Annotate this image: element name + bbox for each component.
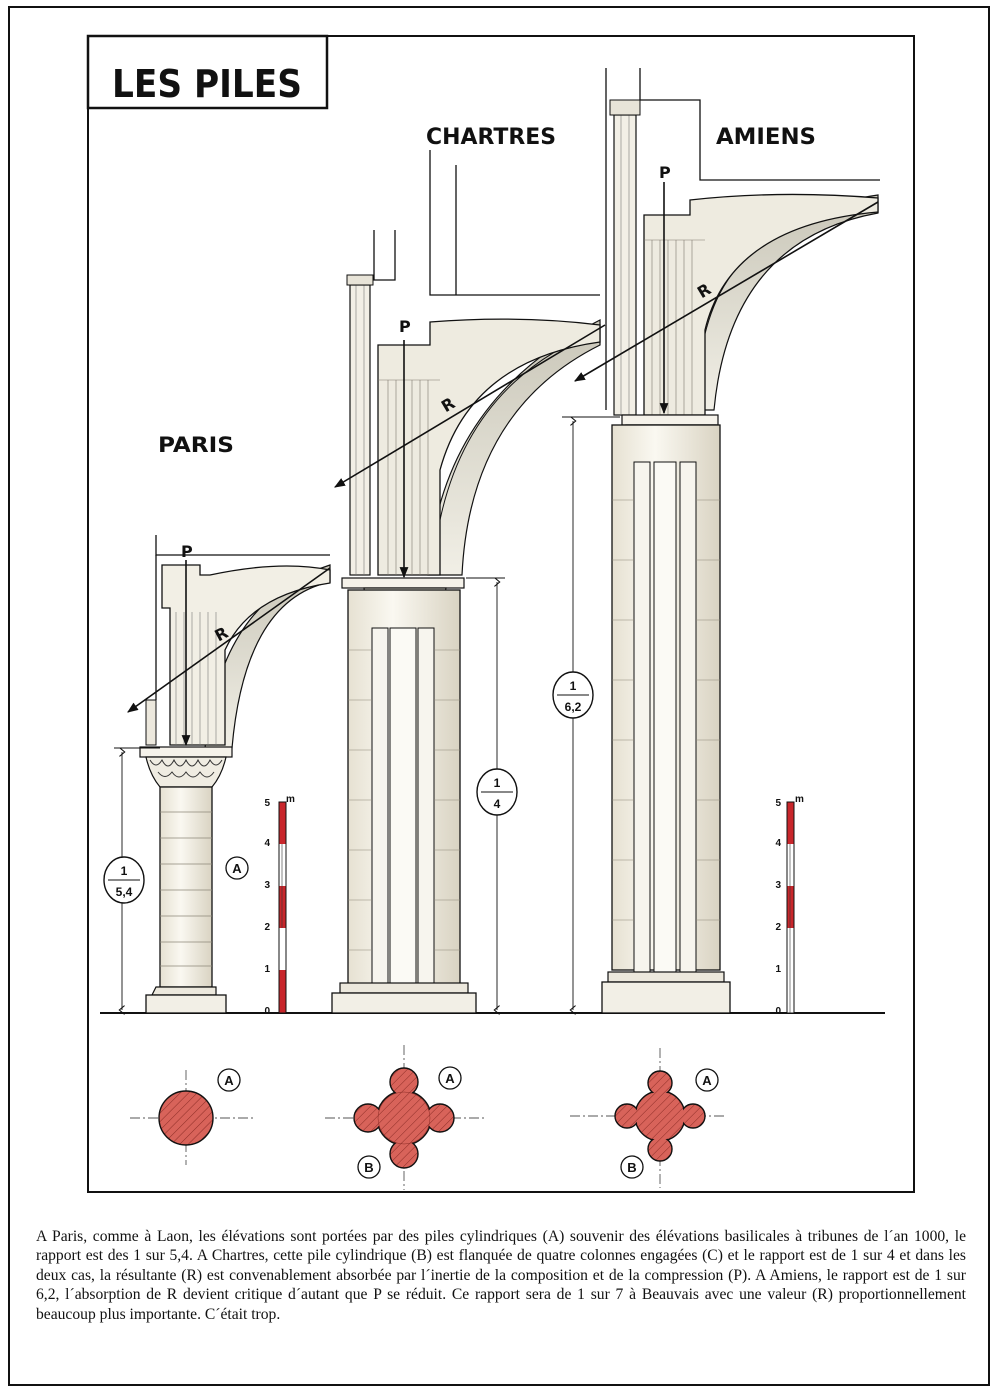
- title-box: [86, 34, 329, 110]
- scale-left-tick-1: 1: [264, 964, 270, 975]
- chartres-colonnette-right: [417, 627, 435, 984]
- scale-bar-left: [278, 801, 287, 1014]
- amiens-wall-shaft: [613, 114, 637, 416]
- chartres-ratio-num: 1: [494, 776, 501, 790]
- paris-plan-section: [158, 1090, 214, 1146]
- amiens-plan: [570, 1048, 725, 1188]
- amiens-load-label: P: [659, 163, 671, 182]
- scale-right-tick-4: 4: [775, 838, 781, 849]
- scale-right-tick-0: 0: [775, 1006, 781, 1017]
- amiens-colonnette-center: [653, 461, 677, 973]
- amiens-abacus: [643, 193, 879, 416]
- chartres-plan-label-b-circle: [357, 1155, 381, 1179]
- scale-left-tick-4: 4: [264, 838, 270, 849]
- chartres-name: CHARTRES: [426, 125, 556, 150]
- amiens-capital-abacus: [621, 414, 719, 426]
- chartres-colonnette-center: [389, 627, 417, 984]
- scale-right-unit: m: [795, 794, 804, 805]
- scale-left-tick-3: 3: [264, 880, 270, 891]
- scale-right-tick-1: 1: [775, 964, 781, 975]
- scale-right-tick-2: 2: [775, 922, 781, 933]
- chartres-pier: [331, 274, 601, 1014]
- scale-right-tick-5: 5: [775, 798, 781, 809]
- chartres-ratio: 1 4: [466, 578, 518, 1010]
- wall-outlines: [155, 68, 880, 700]
- amiens-plan-label-b-circle: [620, 1155, 644, 1179]
- amiens-ratio-den: 6,2: [565, 700, 582, 714]
- amiens-thrust-arrow: [574, 201, 879, 382]
- paris-plan-label-a-circle: [217, 1068, 241, 1092]
- scale-bar-right: [786, 801, 795, 1014]
- paris-thrust-arrow: [127, 567, 331, 713]
- amiens-pier: [601, 99, 879, 1014]
- paris-abacus: [161, 564, 331, 746]
- scale-left-unit: m: [286, 794, 295, 805]
- chartres-plan: [325, 1045, 485, 1190]
- paris-ratio-num: 1: [121, 864, 128, 878]
- paris-plan-label-a: A: [224, 1073, 234, 1088]
- paris-base: [151, 986, 217, 996]
- paris-ratio: 1 5,4: [103, 748, 160, 1010]
- paris-ratio-den: 5,4: [116, 885, 133, 899]
- chartres-plan-label-a-circle: [438, 1066, 462, 1090]
- paris-pier: [139, 564, 331, 1014]
- amiens-colonnette-left: [633, 461, 651, 973]
- chartres-capital-abacus: [341, 577, 465, 589]
- chartres-load-label: P: [399, 317, 411, 336]
- amiens-plan-label-a-circle: [695, 1068, 719, 1092]
- paris-shaft: [159, 786, 213, 988]
- page-title: LES PILES: [112, 62, 302, 106]
- page-frame: [8, 6, 990, 1386]
- chartres-ratio-den: 4: [494, 797, 501, 811]
- chartres-colonnette-left: [371, 627, 389, 984]
- scale-left-tick-5: 5: [264, 798, 270, 809]
- paris-name: PARIS: [158, 433, 234, 457]
- amiens-ratio: 1 6,2: [552, 417, 620, 1010]
- chartres-plan-label-b: B: [364, 1160, 373, 1175]
- amiens-base: [607, 971, 725, 983]
- chartres-abacus: [377, 318, 601, 576]
- amiens-plan-label-a: A: [702, 1073, 712, 1088]
- paris-load-label: P: [181, 542, 193, 561]
- paris-plan: [130, 1070, 255, 1165]
- paris-pile-label: A: [232, 861, 242, 876]
- amiens-plan-label-b: B: [627, 1160, 636, 1175]
- chartres-plan-label-a: A: [445, 1071, 455, 1086]
- scale-left-tick-0: 0: [264, 1006, 270, 1017]
- paris-capital-abacus: [139, 746, 233, 758]
- caption-text: A Paris, comme à Laon, les élévations so…: [36, 1228, 966, 1323]
- chartres-thrust-arrow: [334, 324, 606, 488]
- amiens-colonnette-right: [679, 461, 697, 973]
- chartres-base: [339, 982, 469, 994]
- inner-frame: [87, 35, 915, 1193]
- amiens-ratio-num: 1: [570, 679, 577, 693]
- piles-diagram: LES PILES: [86, 34, 915, 1193]
- amiens-name: AMIENS: [716, 125, 816, 150]
- paris-pile-label-circle: [225, 856, 249, 880]
- scale-left-tick-2: 2: [264, 922, 270, 933]
- scale-right-tick-3: 3: [775, 880, 781, 891]
